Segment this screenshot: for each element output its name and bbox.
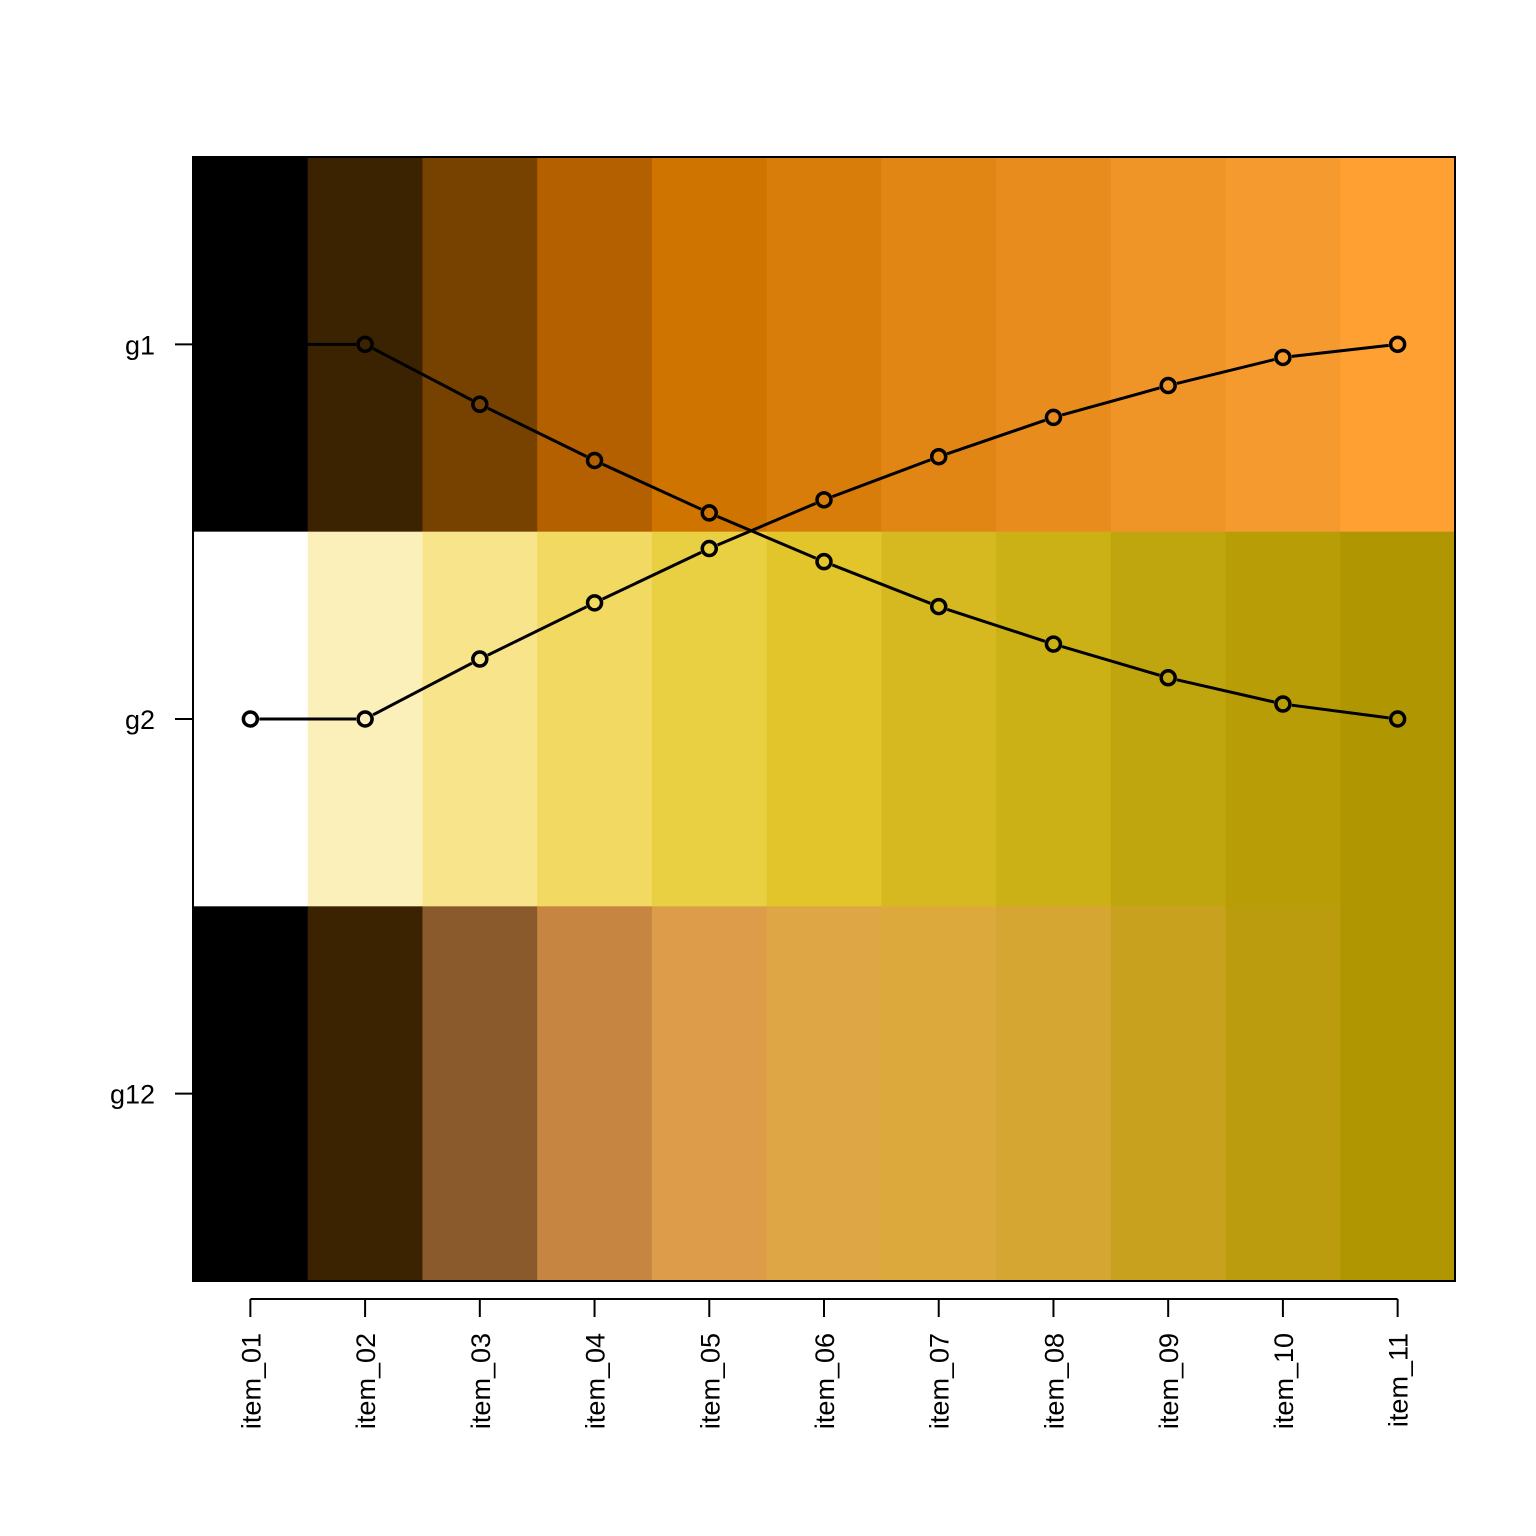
series-2-point-item_03 [471, 650, 489, 668]
series-2-segment [372, 661, 473, 717]
heatmap-cell-g1-item_11 [1340, 157, 1456, 533]
heatmap-cell-g2-item_10 [1225, 531, 1341, 907]
series-1-point-item_07 [929, 597, 948, 616]
x-tick-label: item_10 [1269, 1333, 1299, 1429]
y-tick-label: g1 [125, 330, 155, 360]
series-1-point-item_02 [356, 335, 374, 354]
series-2-point-item_10 [1274, 348, 1292, 367]
heatmap-cell-g1-item_03 [422, 157, 538, 533]
series-2-point-item_04 [585, 594, 604, 612]
y-tick-label: g2 [125, 705, 155, 735]
heatmap-cell-g1-item_09 [1110, 157, 1227, 533]
series-1-segment [1176, 678, 1275, 704]
heatmap-cell-g12-item_03 [422, 906, 538, 1282]
x-tick-label: item_05 [695, 1333, 725, 1429]
heatmap-cell-g1-item_07 [881, 157, 997, 533]
heatmap-cells [193, 157, 1456, 1282]
y-tick-label: g12 [110, 1080, 155, 1110]
series-1-point-item_09 [1159, 669, 1177, 687]
series-1-point-item_03 [471, 395, 489, 414]
x-tick-label: item_02 [351, 1333, 381, 1429]
x-tick-label: item_08 [1039, 1333, 1069, 1429]
x-tick-label: item_07 [925, 1333, 955, 1429]
series-2-segment [602, 551, 702, 601]
heatmap-cell-g12-item_02 [307, 906, 423, 1282]
series-2-segment [1176, 358, 1275, 385]
heatmap-cell-g1-item_10 [1225, 157, 1341, 533]
series-2-point-item_11 [1388, 335, 1407, 354]
series-2-point-item_08 [1044, 408, 1063, 427]
series-1-segment [946, 607, 1046, 643]
x-tick-label: item_11 [1384, 1333, 1414, 1427]
series-1-segment [831, 563, 931, 605]
series-1-point-item_05 [700, 504, 719, 522]
heatmap-cell-g2-item_11 [1340, 531, 1456, 907]
series-1-point-item_10 [1274, 695, 1292, 713]
heatmap-cell-g12-item_10 [1225, 906, 1341, 1282]
series-2-point-item_02 [356, 710, 374, 728]
heatmap-cell-g12-item_08 [996, 906, 1112, 1282]
heatmap-cell-g2-item_09 [1110, 531, 1227, 907]
x-tick-label: item_06 [810, 1333, 840, 1429]
series-1-point-item_06 [815, 552, 833, 571]
heatmap-cell-g1-item_04 [537, 157, 653, 533]
series-2-point-item_09 [1159, 376, 1177, 395]
series-1-point-item_01 [241, 335, 260, 354]
heatmap-cell-g12-item_06 [766, 906, 882, 1282]
heatmap-cell-g1-item_08 [996, 157, 1112, 533]
heatmap-cell-g1-item_06 [766, 157, 882, 533]
series-1-segment [1061, 645, 1160, 677]
series-1-point-item_08 [1044, 635, 1063, 653]
heatmap-cell-g12-item_01 [193, 906, 309, 1282]
series-2-segment [946, 418, 1046, 456]
series-1-point-item_04 [585, 451, 604, 470]
series-1-segment [716, 515, 817, 560]
x-tick-label: item_01 [236, 1333, 266, 1429]
heatmap-cell-g12-item_07 [881, 906, 997, 1282]
series-2-segment [1061, 386, 1160, 417]
series-2-segment [1291, 343, 1389, 358]
heatmap-cell-g12-item_09 [1110, 906, 1227, 1282]
series-2-point-item_07 [929, 447, 948, 466]
heatmap-cell-g2-item_06 [766, 531, 882, 907]
heatmap-cell-g2-item_04 [537, 531, 653, 907]
heatmap-cell-g2-item_05 [651, 531, 768, 907]
series-1-segment [602, 462, 702, 511]
heatmap-cell-g12-item_04 [537, 906, 653, 1282]
series-2-point-item_01 [241, 710, 260, 728]
series-2-segment [487, 605, 588, 657]
series-1-point-item_11 [1388, 710, 1407, 728]
series-2-point-item_05 [700, 539, 719, 558]
series-2-point-item_06 [815, 491, 833, 509]
heatmap-cell-g12-item_11 [1340, 906, 1456, 1282]
series-1-segment [1291, 703, 1389, 720]
heatmap-cell-g1-item_05 [651, 157, 768, 533]
heatmap-cell-g2-item_07 [881, 531, 997, 907]
series-1-segment [372, 347, 473, 402]
y-axis: g1 g2 g12 [110, 330, 193, 1110]
x-tick-label: item_04 [581, 1333, 611, 1429]
heatmap-cell-g2-item_08 [996, 531, 1112, 907]
x-tick-label: item_03 [466, 1333, 496, 1429]
point-markers [241, 335, 1407, 728]
x-tick-label: item_09 [1154, 1333, 1184, 1429]
heatmap-cell-g12-item_05 [651, 906, 768, 1282]
series-1-segment [487, 406, 588, 458]
line-series-group [259, 342, 1389, 721]
x-axis: item_01 item_02 item_03 item_04 item_05 item_… [236, 1298, 1414, 1429]
series-2-segment [716, 501, 817, 547]
heatmap-cell-g2-item_03 [422, 531, 538, 907]
series-2-segment [831, 458, 931, 499]
